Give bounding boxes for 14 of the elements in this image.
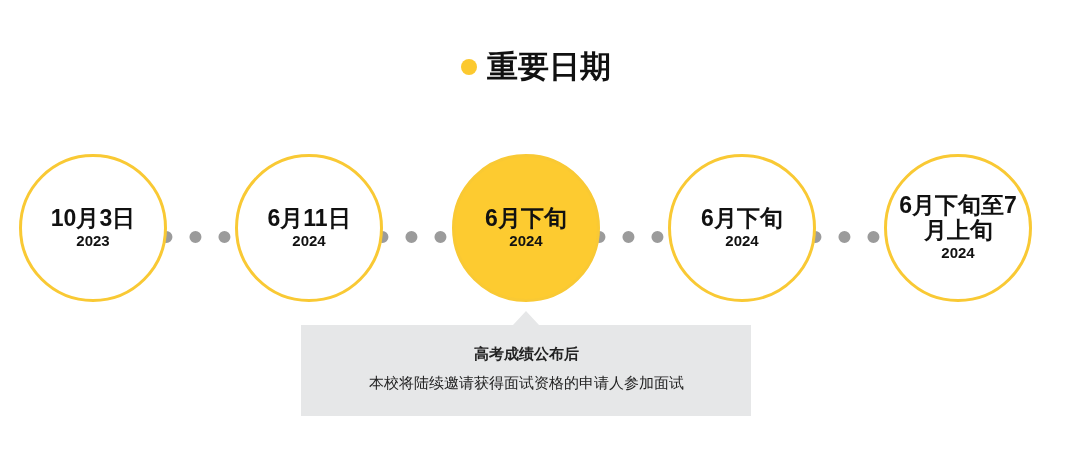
callout-box — [301, 311, 751, 416]
date-text: 6月下旬至7月上旬 — [898, 193, 1018, 243]
date-text: 6月11日 — [267, 205, 351, 231]
callout-text: 本校将陆续邀请获得面试资格的申请人参加面试 — [367, 373, 685, 393]
year-text: 2024 — [725, 230, 759, 251]
year-text: 2024 — [941, 243, 975, 263]
year-text: 2024 — [509, 230, 543, 251]
year-text: 2023 — [76, 230, 110, 251]
date-text: 10月3日 — [50, 205, 136, 231]
date-text: 6月下旬 — [701, 205, 783, 231]
date-text: 6月下旬 — [485, 205, 567, 231]
callout-heading: 高考成绩公布后 — [472, 344, 580, 364]
year-text: 2024 — [292, 230, 326, 251]
title: 重要日期 — [486, 49, 611, 84]
